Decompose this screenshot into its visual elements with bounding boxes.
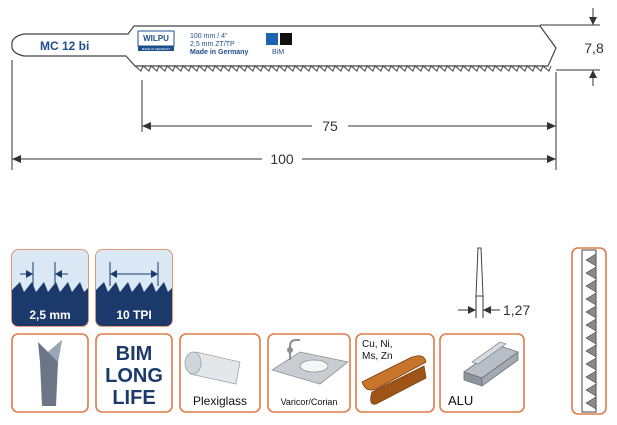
saw-blade: MC 12 bi WILPU MADE IN GERMANY 100 mm / …: [11, 25, 557, 72]
tile-aluminium: ALU: [439, 333, 525, 413]
blade-teeth: [134, 65, 552, 72]
bim-material-label: BiM: [272, 49, 284, 56]
arrow-left-icon: [483, 306, 491, 314]
arrow-down-icon: [589, 17, 597, 25]
thickness-dimension: 1,27: [458, 247, 530, 318]
bim-line-2: LONG: [105, 365, 163, 387]
bim-black-square-icon: [280, 33, 292, 45]
wilpu-logo-subtext: MADE IN GERMANY: [142, 47, 171, 51]
total-length-value: 100: [270, 151, 294, 167]
plexiglass-rod-icon: [184, 351, 241, 385]
bim-line-3: LIFE: [112, 387, 155, 409]
wilpu-logo-text: WILPU: [143, 34, 169, 43]
blade-model-label: MC 12 bi: [40, 39, 89, 53]
arrow-left-icon: [110, 270, 117, 278]
metals-line-1: Cu, Ni,: [362, 339, 393, 350]
copper-gutter-icon: [361, 355, 427, 405]
usable-length-dimension: 75: [141, 72, 557, 170]
countertop-sink-icon: [271, 339, 349, 385]
tile-varicor-corian: Varicor/Corian: [267, 333, 351, 413]
total-length-dimension: 100: [11, 60, 556, 170]
tooth-pitch-mm-label: 2,5 mm: [29, 308, 70, 322]
tile-nonferrous-metals: Cu, Ni, Ms, Zn: [355, 333, 435, 413]
tile-bim-long-life: BIM LONG LIFE: [95, 333, 173, 413]
varicor-label: Varicor/Corian: [281, 397, 338, 407]
arrow-left-icon: [142, 122, 151, 130]
tile-tooth-pitch-mm: 2,5 mm: [11, 249, 89, 327]
alu-label: ALU: [448, 393, 473, 408]
arrow-right-icon: [547, 122, 556, 130]
blade-side-profile: [571, 247, 607, 415]
plexiglass-label: Plexiglass: [193, 394, 247, 408]
arrow-right-icon: [547, 155, 556, 163]
arrow-left-icon: [55, 270, 62, 278]
spec-line-length: 100 mm / 4": [190, 33, 228, 40]
tile-tooth-pitch-tpi: 10 TPI: [95, 249, 173, 327]
tile-blade-shape: [11, 333, 89, 413]
usable-length-value: 75: [322, 118, 338, 134]
side-profile-teeth: [585, 253, 597, 410]
tile-plexiglass: Plexiglass: [179, 333, 261, 413]
bim-line-1: BIM: [116, 343, 153, 365]
tooth-pitch-tpi-label: 10 TPI: [116, 308, 151, 322]
arrow-right-icon: [468, 306, 476, 314]
metals-line-2: Ms, Zn: [362, 351, 393, 362]
arrow-up-icon: [589, 70, 597, 78]
thickness-value: 1,27: [503, 302, 530, 318]
width-value: 7,8: [584, 40, 604, 56]
spec-line-origin: Made in Germany: [190, 49, 248, 56]
blade-outline: [11, 25, 557, 67]
spec-line-pitch: 2,5 mm ZT/TP: [190, 41, 235, 48]
wilpu-logo: WILPU MADE IN GERMANY: [137, 30, 175, 51]
width-dimension: 7,8: [540, 8, 604, 86]
arrow-right-icon: [26, 270, 33, 278]
thin-blade-profile: [475, 247, 484, 297]
arrow-right-icon: [151, 270, 158, 278]
bim-blue-square-icon: [266, 33, 278, 45]
aluminium-profile-icon: [463, 341, 519, 387]
arrow-left-icon: [12, 155, 21, 163]
